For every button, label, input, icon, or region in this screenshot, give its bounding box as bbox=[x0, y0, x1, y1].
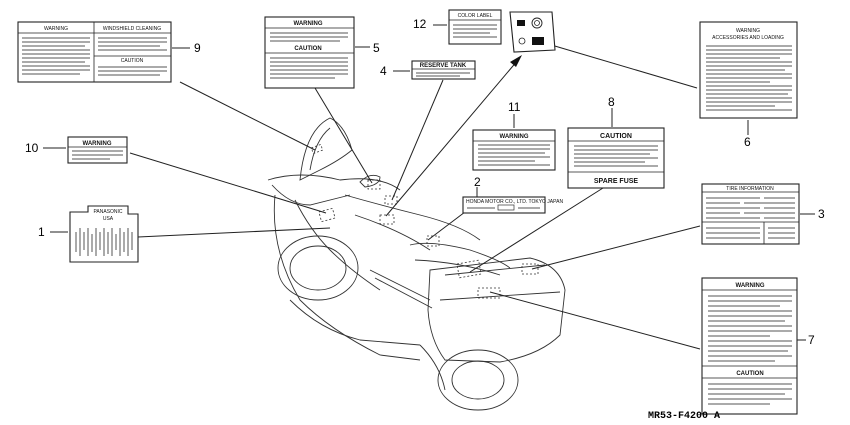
label-1-text-brand: PANASONIC bbox=[93, 209, 122, 215]
label-9-windshield-text: WINDSHIELD CLEANING bbox=[103, 26, 161, 32]
label-1-panasonic: PANASONIC USA bbox=[69, 205, 139, 263]
label-7-warning-caution: WARNING CAUTION bbox=[701, 277, 798, 415]
label-6-warning: WARNING bbox=[736, 28, 760, 34]
label-8-spare-fuse-text: SPARE FUSE bbox=[594, 178, 639, 185]
label-10-warning: WARNING bbox=[83, 141, 112, 147]
callout-12: 12 bbox=[413, 17, 427, 31]
label-7-warning: WARNING bbox=[736, 283, 765, 289]
callout-4: 4 bbox=[380, 64, 387, 78]
label-8-spare-fuse: CAUTION SPARE FUSE bbox=[567, 127, 665, 189]
label-7-caution: CAUTION bbox=[736, 371, 763, 377]
callout-7: 7 bbox=[808, 333, 815, 347]
label-12-color-label: COLOR LABEL bbox=[448, 9, 502, 45]
label-9-windshield: WARNING WINDSHIELD CLEANING CAUTION bbox=[17, 21, 172, 83]
callout-1: 1 bbox=[38, 225, 45, 239]
label-11-warning: WARNING bbox=[500, 134, 529, 140]
label-12-title: COLOR LABEL bbox=[458, 13, 493, 19]
label-5-caution: CAUTION bbox=[294, 46, 321, 52]
motorcycle-drawing bbox=[267, 117, 566, 411]
label-2-honda: HONDA MOTOR CO., LTD. TOKYO JAPAN bbox=[462, 196, 563, 214]
label-1-text-country: USA bbox=[103, 216, 114, 222]
label-3-title: TIRE INFORMATION bbox=[726, 186, 774, 192]
color-label-panel bbox=[509, 11, 556, 53]
label-5-warning: WARNING bbox=[294, 21, 323, 27]
callout-8: 8 bbox=[608, 95, 615, 109]
leader-lines bbox=[43, 24, 815, 350]
label-10-warning: WARNING bbox=[67, 136, 128, 164]
callout-2: 2 bbox=[474, 175, 481, 189]
diagram-code: MR53-F4200 A bbox=[648, 411, 720, 422]
label-11-warning: WARNING bbox=[472, 129, 556, 171]
label-6-subtitle: ACCESSORIES AND LOADING bbox=[712, 35, 784, 41]
label-5-warning-caution: WARNING CAUTION bbox=[264, 16, 355, 89]
callout-9: 9 bbox=[194, 41, 201, 55]
barcode-lines bbox=[75, 228, 133, 256]
label-4-title: RESERVE TANK bbox=[420, 63, 467, 69]
label-8-caution: CAUTION bbox=[600, 133, 632, 140]
label-3-tire-info: TIRE INFORMATION bbox=[701, 183, 800, 245]
callout-10: 10 bbox=[25, 141, 39, 155]
callout-6: 6 bbox=[744, 135, 751, 149]
label-9-caution: CAUTION bbox=[121, 58, 144, 64]
label-6-accessories: WARNING ACCESSORIES AND LOADING bbox=[699, 21, 798, 119]
label-2-text: HONDA MOTOR CO., LTD. TOKYO JAPAN bbox=[466, 199, 563, 205]
label-4-reserve-tank: RESERVE TANK bbox=[411, 60, 476, 80]
label-9-warning: WARNING bbox=[44, 26, 68, 32]
callout-3: 3 bbox=[818, 207, 825, 221]
callout-11: 11 bbox=[508, 100, 521, 114]
callout-5: 5 bbox=[373, 41, 380, 55]
